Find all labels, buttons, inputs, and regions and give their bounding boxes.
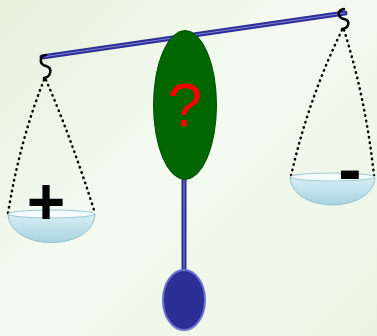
question-ellipse: ? [153,30,217,180]
pan-rim [290,173,375,181]
question-mark: ? [168,74,202,136]
hook [41,55,51,78]
hook [339,9,349,29]
sign-symbol: + [14,168,78,234]
ellipse-fill [154,31,217,180]
suspension-cord [291,30,342,176]
scale-base [163,270,205,330]
sign-symbol: - [326,134,374,204]
